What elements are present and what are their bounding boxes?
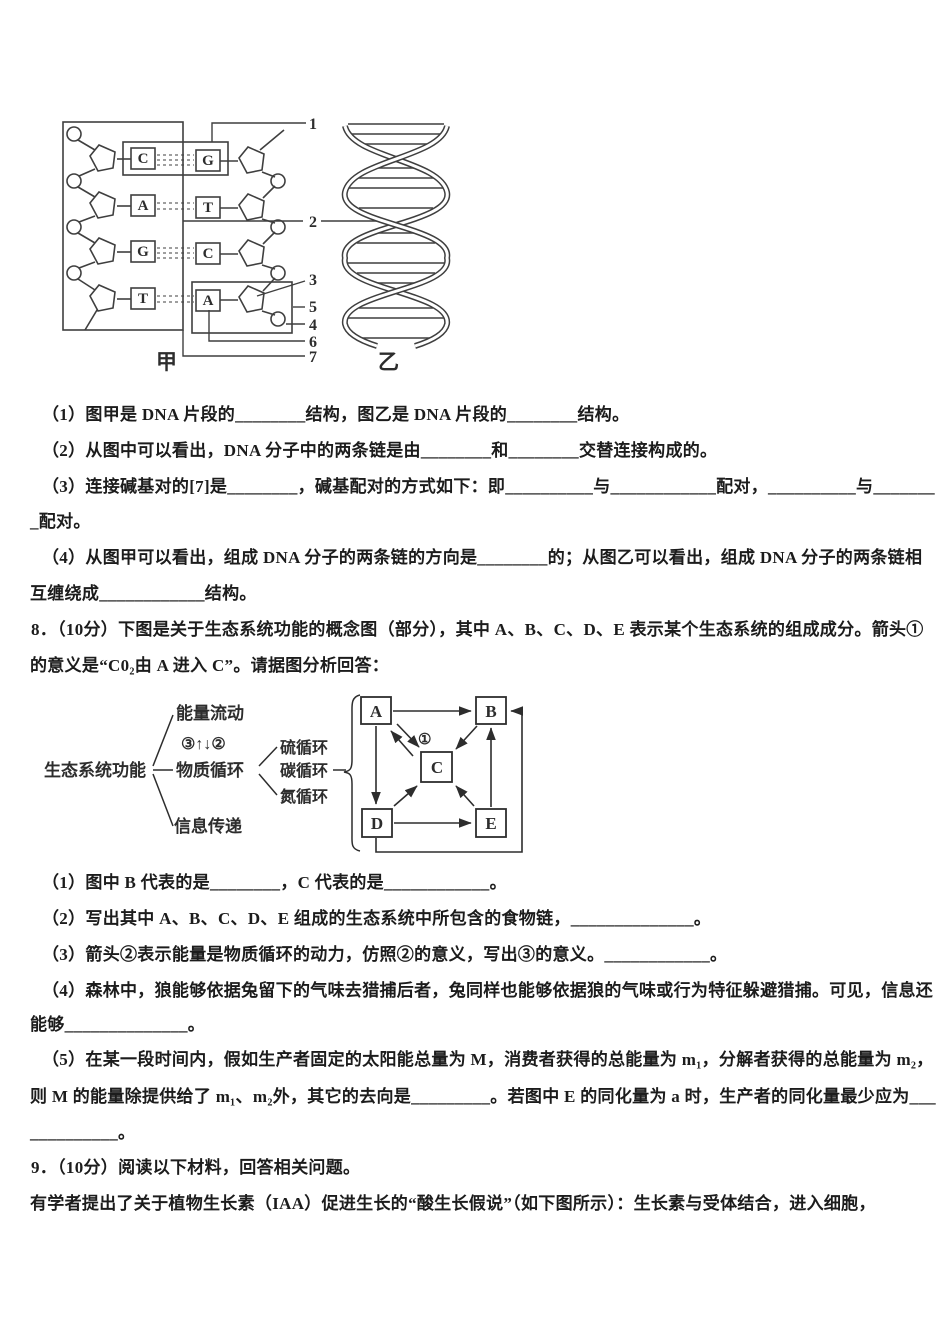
node-boxes bbox=[360, 696, 507, 838]
svg-text:B: B bbox=[485, 702, 496, 721]
concept-root-label: 生态系统功能 bbox=[44, 760, 146, 780]
svg-text:A: A bbox=[138, 198, 149, 214]
q7-item-3: （3）连接碱基对的[7]是________，碱基配对的方式如下：即_______… bbox=[42, 477, 935, 496]
dna-structure-figure: C G A T G C T A 1 2 3 5 4 6 7 甲 乙 bbox=[62, 116, 451, 374]
double-helix bbox=[341, 123, 451, 349]
q8-item-5: （5）在某一段时间内，假如生产者固定的太阳能总量为 M，消费者获得的总能量为 m… bbox=[42, 1050, 934, 1069]
svg-text:A: A bbox=[203, 293, 214, 309]
q8-stem-line-2: 的意义是“C0₂由 A 进入 C”。请据图分析回答： bbox=[30, 656, 390, 675]
arrow-1-label: ① bbox=[418, 732, 431, 748]
svg-text:C: C bbox=[431, 758, 443, 777]
svg-text:G: G bbox=[202, 153, 214, 169]
callout-lines bbox=[182, 122, 379, 357]
q8-item-5-cont-1: 则 M 的能量除提供给了 m₁、m₂外，其它的去向是_________。若图中 … bbox=[30, 1087, 936, 1106]
left-strand bbox=[66, 126, 131, 331]
svg-text:E: E bbox=[485, 814, 496, 833]
q7-item-1: （1）图甲是 DNA 片段的________结构，图乙是 DNA 片段的____… bbox=[42, 405, 630, 424]
callout-numbers: 1 2 3 5 4 6 7 bbox=[309, 116, 317, 366]
arrows-2-3-label: ③↑↓② bbox=[181, 736, 226, 753]
svg-text:T: T bbox=[138, 291, 148, 307]
svg-text:4: 4 bbox=[309, 317, 317, 334]
hydrogen-bonds bbox=[157, 154, 194, 303]
q9-material-line: 有学者提出了关于植物生长素（IAA）促进生长的“酸生长假说”（如下图所示）：生长… bbox=[30, 1194, 876, 1213]
flow-arrows bbox=[371, 706, 523, 853]
cycle-carbon-label: 碳循环 bbox=[280, 761, 328, 780]
figure-caption-yi: 乙 bbox=[378, 350, 399, 374]
branch-matter-label: 物质循环 bbox=[176, 760, 244, 780]
q8-stem-line-1: 8．（10分）下图是关于生态系统功能的概念图（部分），其中 A、B、C、D、E … bbox=[31, 620, 924, 639]
branch-energy-label: 能量流动 bbox=[176, 703, 244, 723]
base-letters: C G A T G C T A bbox=[137, 151, 214, 309]
q8-item-4-cont: 能够______________。 bbox=[30, 1015, 206, 1034]
cycle-sulfur-label: 硫循环 bbox=[280, 738, 328, 757]
q8-item-4: （4）森林中，狼能够依据兔留下的气味去猎捕后者，兔同样也能够依据狼的气味或行为特… bbox=[42, 981, 934, 1000]
svg-text:3: 3 bbox=[309, 272, 317, 289]
node-letters: A B C D E bbox=[370, 702, 497, 833]
svg-text:T: T bbox=[203, 200, 213, 216]
branch-info-label: 信息传递 bbox=[174, 816, 242, 836]
svg-text:5: 5 bbox=[309, 299, 317, 316]
q7-item-4-cont: 互缠绕成____________结构。 bbox=[30, 584, 257, 603]
q8-item-5-cont-2: __________。 bbox=[30, 1123, 136, 1142]
base-boxes bbox=[130, 147, 221, 312]
q7-item-4: （4）从图甲可以看出，组成 DNA 分子的两条链的方向是________的；从图… bbox=[42, 548, 923, 567]
cycle-nitrogen-label: 氮循环 bbox=[280, 787, 328, 806]
q8-item-1: （1）图中 B 代表的是________，C 代表的是____________。 bbox=[42, 873, 507, 892]
figure-caption-jia: 甲 bbox=[156, 350, 177, 374]
ecosystem-concept-figure: 生态系统功能 能量流动 ③↑↓② 物质循环 信息传递 硫循环 碳循环 氮循环 A… bbox=[44, 694, 523, 853]
q8-item-2: （2）写出其中 A、B、C、D、E 组成的生态系统中所包含的食物链，______… bbox=[42, 909, 712, 928]
svg-text:7: 7 bbox=[309, 349, 317, 366]
svg-text:A: A bbox=[370, 702, 383, 721]
svg-text:6: 6 bbox=[309, 334, 317, 351]
q9-stem: 9．（10分）阅读以下材料，回答相关问题。 bbox=[31, 1158, 361, 1177]
svg-text:D: D bbox=[371, 814, 383, 833]
q7-item-3-cont: _配对。 bbox=[30, 512, 91, 531]
svg-text:C: C bbox=[203, 246, 214, 262]
svg-text:C: C bbox=[138, 151, 149, 167]
svg-text:G: G bbox=[137, 244, 149, 260]
svg-text:1: 1 bbox=[309, 116, 317, 133]
svg-text:2: 2 bbox=[309, 214, 317, 231]
q8-item-3: （3）箭头②表示能量是物质循环的动力，仿照②的意义，写出③的意义。_______… bbox=[42, 945, 728, 964]
dna-flat-model bbox=[62, 121, 451, 357]
q7-item-2: （2）从图中可以看出，DNA 分子中的两条链是由________和_______… bbox=[42, 441, 718, 460]
